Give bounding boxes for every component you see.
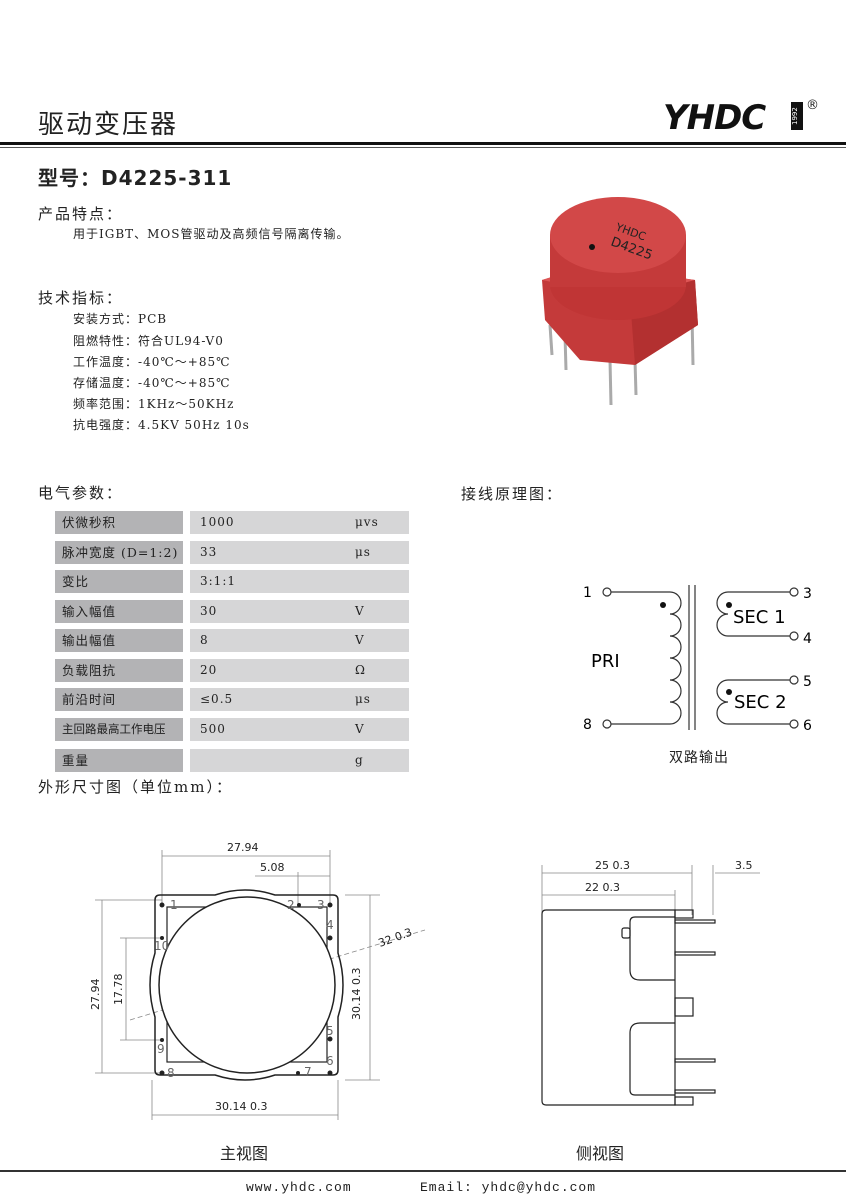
- param-name: 脉冲宽度 (D=1:2): [55, 541, 183, 564]
- primary-label: PRI: [591, 651, 620, 672]
- pin-5-label: 5: [803, 674, 812, 690]
- dim-pin-pitch: 5.08: [260, 861, 285, 874]
- param-unit: V: [355, 722, 365, 736]
- param-unit: μvs: [355, 515, 379, 529]
- schematic-caption: 双路输出: [669, 750, 729, 766]
- dim-bottom-width: 30.14 0.3: [215, 1100, 267, 1113]
- features-heading: 产品特点：: [38, 205, 124, 223]
- dim-diameter: 32 0.3: [377, 926, 414, 950]
- schematic-heading: 接线原理图：: [461, 485, 564, 503]
- pin-label: 8: [167, 1066, 175, 1080]
- front-view-drawing: 1 2 3 4 5 6 7 8 9 10 27.94 5.08 32 0.3 3…: [89, 835, 440, 1125]
- header-divider-thin: [0, 147, 846, 148]
- spec-storage-temp: 存储温度：-40℃～+85℃: [73, 376, 231, 390]
- front-view-caption: 主视图: [220, 1144, 269, 1163]
- side-view-caption: 侧视图: [576, 1144, 625, 1163]
- spec-mounting: 安装方式：PCB: [73, 312, 168, 326]
- pin-label: 10: [154, 939, 169, 953]
- pin-1-label: 1: [583, 585, 592, 601]
- pin-label: 9: [157, 1042, 165, 1056]
- wiring-schematic: 1 8 3 4 5 6 PRI SEC 1 SEC 2: [570, 575, 830, 745]
- pin-label: 1: [170, 898, 178, 912]
- secondary1-label: SEC 1: [733, 607, 786, 628]
- model-number: 型号：D4225-311: [38, 162, 232, 191]
- pin-6-label: 6: [803, 718, 812, 734]
- footer-website[interactable]: www.yhdc.com: [246, 1180, 352, 1195]
- model-value: D4225-311: [101, 166, 233, 190]
- param-unit: g: [355, 753, 364, 767]
- footer-email[interactable]: Email: yhdc@yhdc.com: [420, 1180, 597, 1195]
- page-title: 驱动变压器: [38, 110, 179, 140]
- param-unit: μs: [355, 545, 371, 559]
- model-label: 型号：: [38, 166, 101, 190]
- side-view-drawing: 25 0.3 22 0.3 3.5: [530, 855, 800, 1125]
- footer-divider: [0, 1170, 846, 1172]
- dimensions-heading: 外形尺寸图（单位mm）：: [38, 778, 233, 796]
- dim-right-height: 30.14 0.3: [350, 968, 363, 1020]
- pin-3-label: 3: [803, 586, 812, 602]
- param-value-cell: 3:1:1: [190, 570, 409, 593]
- secondary2-label: SEC 2: [734, 692, 787, 713]
- pin-8-label: 8: [583, 717, 592, 733]
- pin-label: 2: [287, 898, 295, 912]
- param-value-cell: g: [190, 749, 409, 772]
- param-name: 输入幅值: [55, 600, 183, 623]
- param-unit: V: [355, 633, 365, 647]
- dim-left-inner: 17.78: [112, 974, 125, 1006]
- param-name: 伏微秒积: [55, 511, 183, 534]
- electrical-heading: 电气参数：: [38, 484, 124, 502]
- spec-operating-temp: 工作温度：-40℃～+85℃: [73, 355, 231, 369]
- logo-year: 1992: [791, 102, 803, 130]
- table-row: 重量 g: [55, 749, 409, 772]
- dim-total-length: 25 0.3: [595, 859, 630, 872]
- product-photo: YHDC D4225: [520, 190, 750, 410]
- param-name: 负载阻抗: [55, 659, 183, 682]
- dim-top-width: 27.94: [227, 841, 259, 854]
- spec-flammability: 阻燃特性：符合UL94-V0: [73, 334, 224, 348]
- table-row: 变比 3:1:1: [55, 570, 409, 593]
- brand-logo: YHDC: [663, 98, 766, 138]
- pin-4-label: 4: [803, 631, 812, 647]
- param-name: 重量: [55, 749, 183, 772]
- spec-frequency-range: 频率范围：1KHz～50KHz: [73, 397, 235, 411]
- pin-label: 3: [317, 898, 325, 912]
- param-name: 主回路最高工作电压: [55, 718, 183, 741]
- features-text: 用于IGBT、MOS管驱动及高频信号隔离传输。: [73, 227, 350, 241]
- param-name: 变比: [55, 570, 183, 593]
- param-unit: Ω: [355, 663, 366, 677]
- spec-dielectric-strength: 抗电强度：4.5KV 50Hz 10s: [73, 418, 250, 432]
- pin-label: 7: [304, 1065, 312, 1079]
- param-unit: V: [355, 604, 365, 618]
- param-unit: μs: [355, 692, 371, 706]
- header-divider: [0, 142, 846, 145]
- dim-body-length: 22 0.3: [585, 881, 620, 894]
- registered-mark: ®: [806, 98, 819, 113]
- pin-label: 4: [326, 918, 334, 932]
- param-name: 前沿时间: [55, 688, 183, 711]
- pin-label: 6: [326, 1054, 334, 1068]
- dim-left-outer: 27.94: [90, 979, 102, 1011]
- pin-label: 5: [326, 1024, 334, 1038]
- param-name: 输出幅值: [55, 629, 183, 652]
- dim-pin-length: 3.5: [735, 859, 753, 872]
- tech-specs-heading: 技术指标：: [38, 289, 124, 307]
